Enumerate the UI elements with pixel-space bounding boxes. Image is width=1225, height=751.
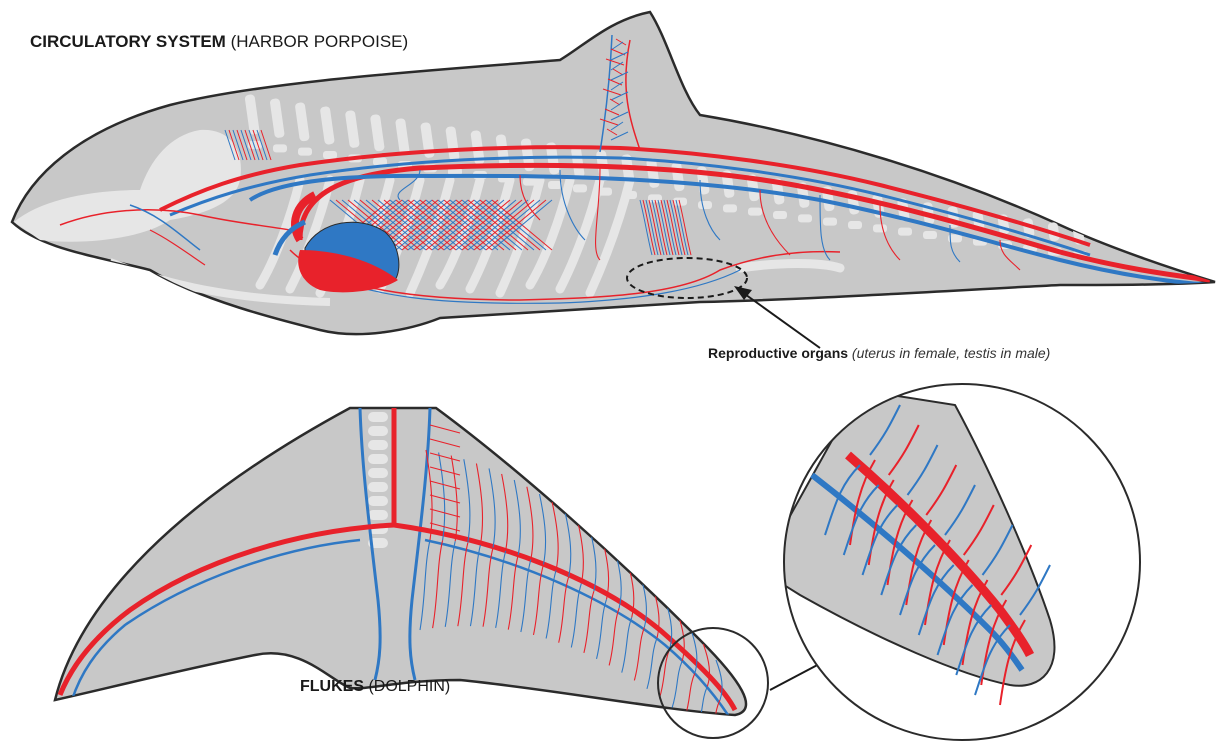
reproductive-label: Reproductive organs (uterus in female, t… <box>708 345 1050 361</box>
pelvic-bone <box>740 264 840 269</box>
vertebra-body <box>723 204 737 212</box>
tail-vertebra <box>368 510 388 520</box>
tail-vertebra <box>368 426 388 436</box>
fluke-silhouette <box>55 408 746 715</box>
flukes-title-main: FLUKES <box>300 678 364 695</box>
title-species: (HARBOR PORPOISE) <box>231 32 409 51</box>
tail-vertebra <box>368 454 388 464</box>
tail-vertebra <box>368 412 388 422</box>
vertebra-body <box>848 221 862 229</box>
vertebra-body <box>773 211 787 219</box>
vertebra-body <box>873 224 887 232</box>
reproductive-label-note: (uterus in female, testis in male) <box>852 345 1050 361</box>
flukes-illustration <box>55 408 850 740</box>
tail-vertebra <box>368 468 388 478</box>
tail-vertebra <box>368 482 388 492</box>
vertebra-body <box>323 151 337 159</box>
vertebra-body <box>898 228 912 236</box>
vertebra-body <box>273 144 287 152</box>
vertebra-body <box>548 181 562 189</box>
diagram-title: CIRCULATORY SYSTEM (HARBOR PORPOISE) <box>30 32 408 52</box>
vertebra-body <box>923 231 937 239</box>
title-main: CIRCULATORY SYSTEM <box>30 32 226 51</box>
vertebra-body <box>798 214 812 222</box>
flukes-title: FLUKES (DOLPHIN) <box>300 678 450 696</box>
zoom-detail <box>760 384 1140 740</box>
vertebra-body <box>573 184 587 192</box>
tail-vertebra <box>368 440 388 450</box>
reproductive-label-main: Reproductive organs <box>708 345 848 361</box>
vertebra-body <box>298 148 312 156</box>
vertebra-body <box>748 208 762 216</box>
vertebra-body <box>823 218 837 226</box>
flukes-title-species: (DOLPHIN) <box>368 678 450 695</box>
tail-vertebra <box>368 496 388 506</box>
vertebra-body <box>698 201 712 209</box>
porpoise-body <box>12 12 1215 348</box>
